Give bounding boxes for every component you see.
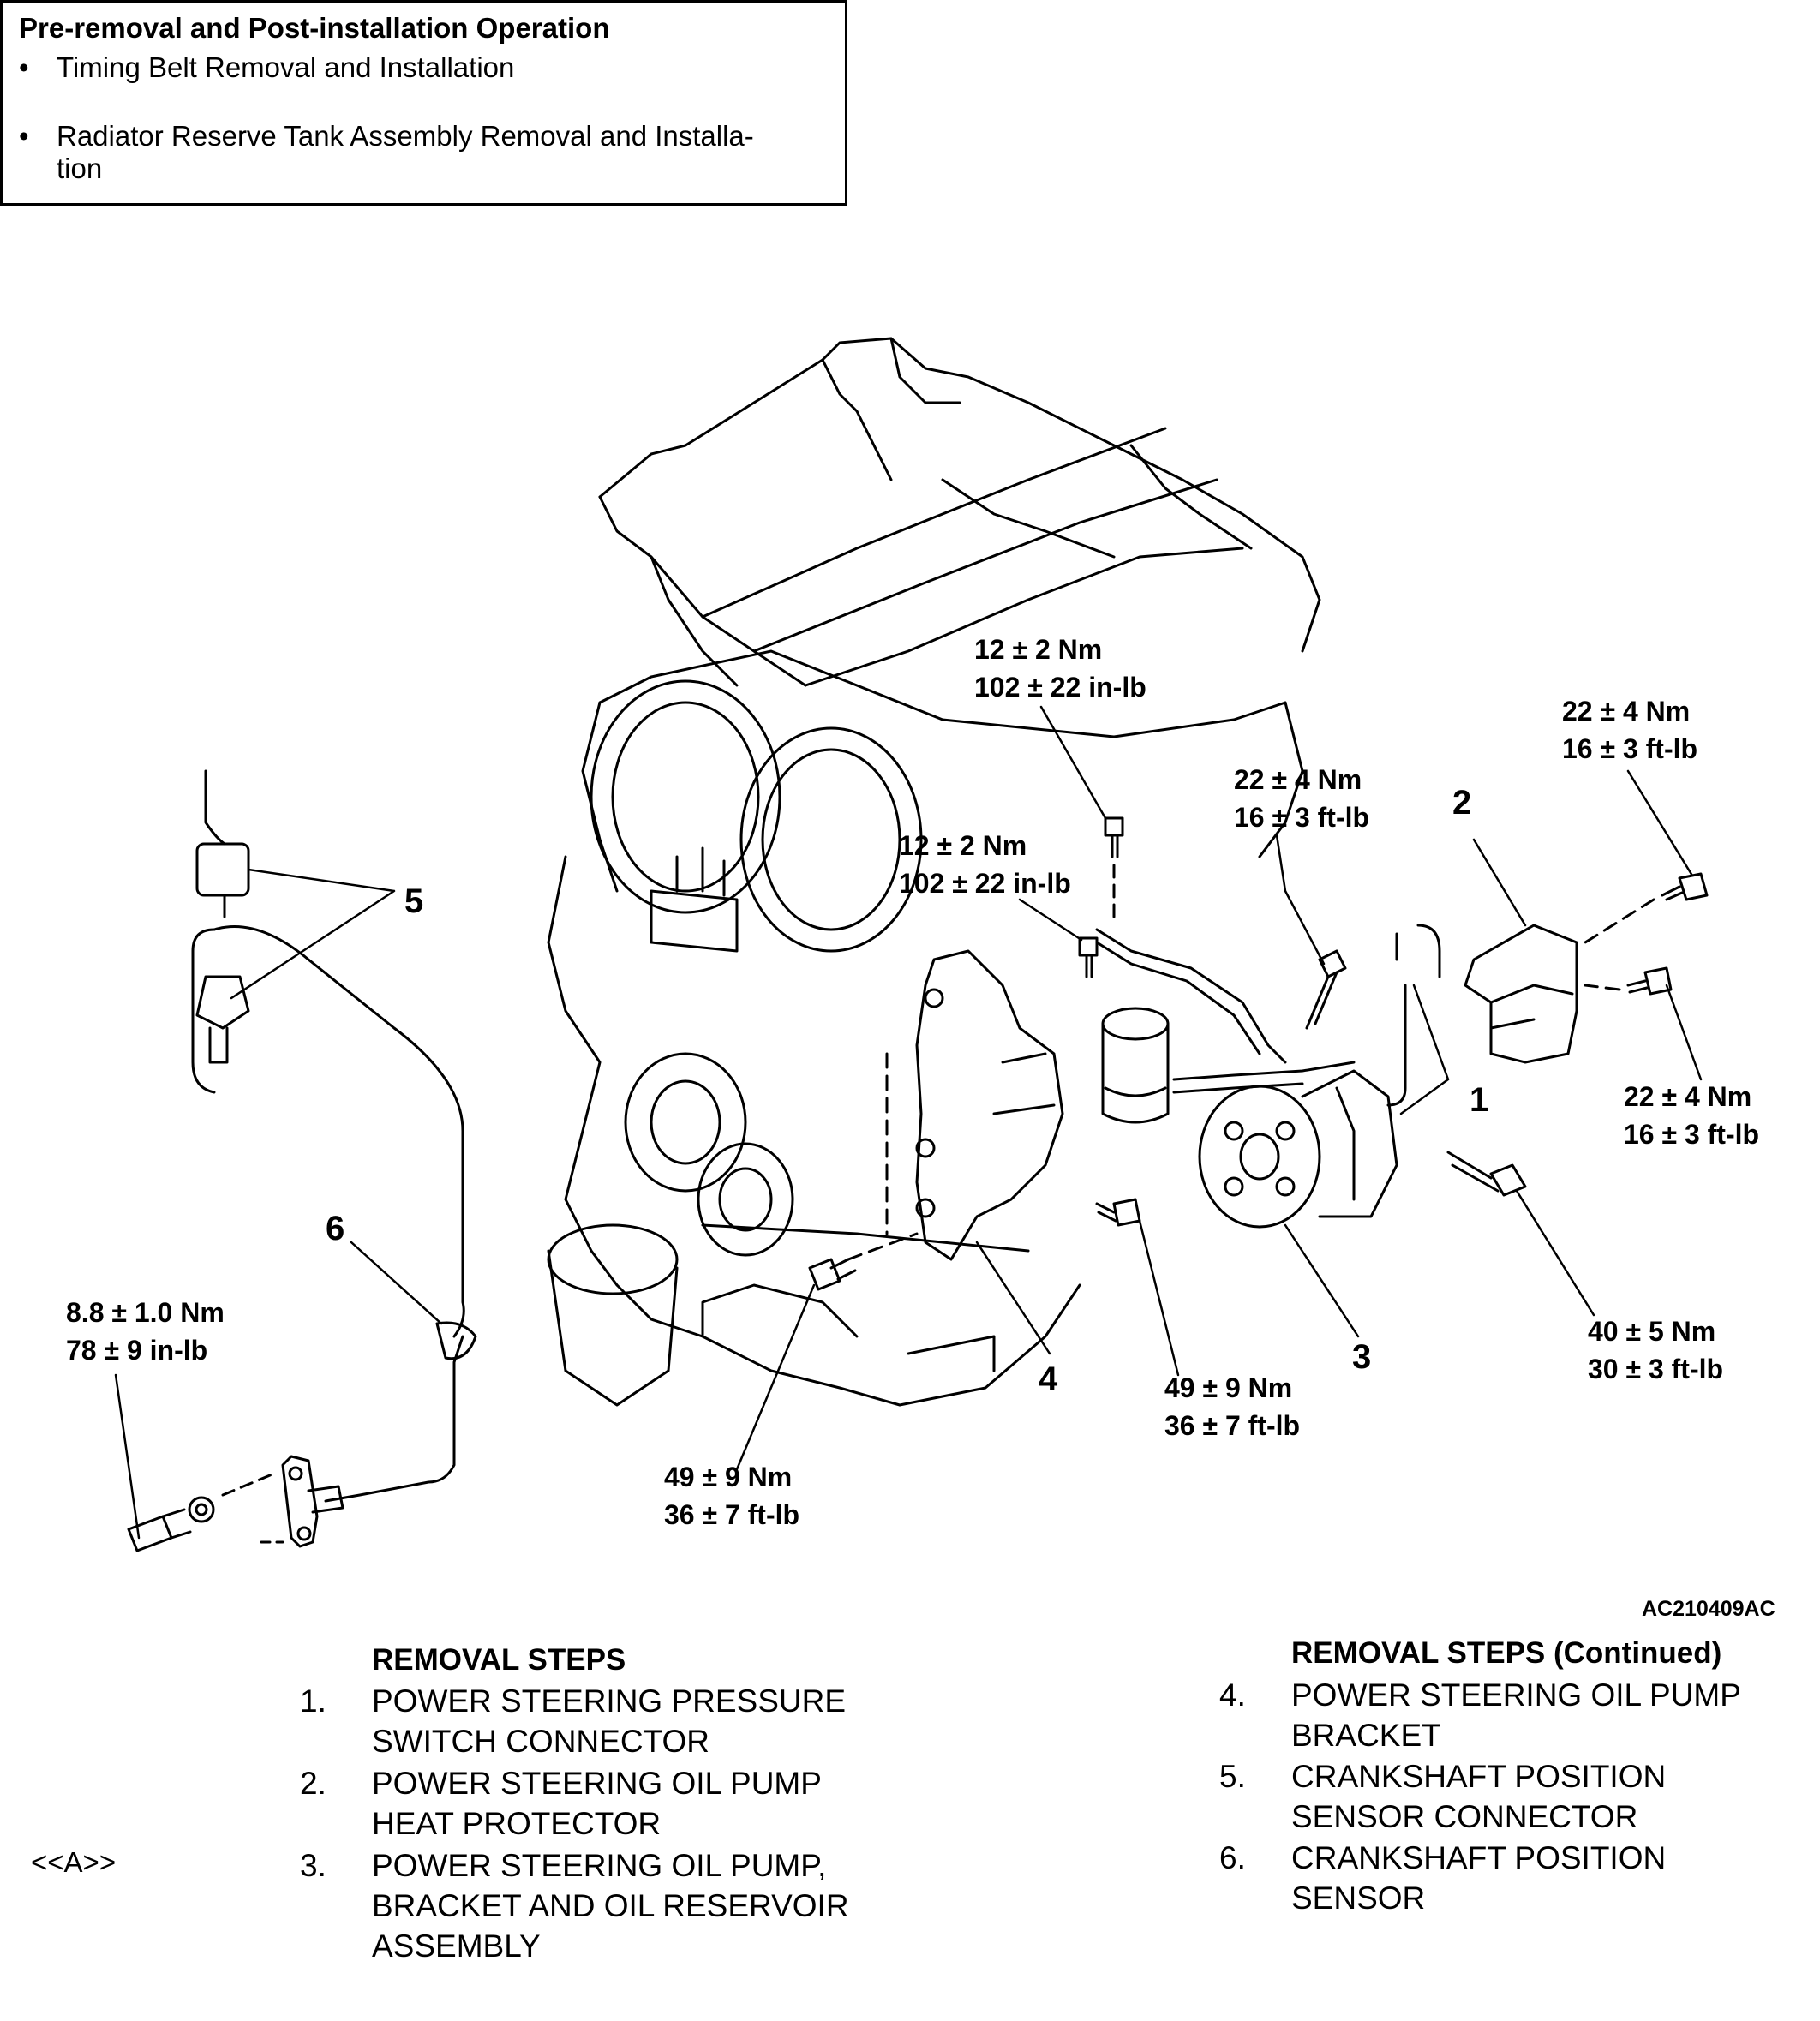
step-label-line: BRACKET [1291,1718,1441,1753]
step-number: 6. [1219,1840,1246,1875]
torque-label: 40 ± 5 Nm 30 ± 3 ft-lb [1588,1312,1723,1388]
torque-nm: 49 ± 9 Nm [1164,1372,1293,1403]
pre-removal-item-text: tion [57,152,103,184]
crankshaft-sensor-harness [191,769,477,1503]
pre-removal-item-text: Timing Belt Removal and Installation [57,51,515,83]
step-label-line: BRACKET AND OIL RESERVOIR [372,1888,849,1923]
removal-steps-heading: REMOVAL STEPS [372,1643,626,1677]
step-label-line: POWER STEERING OIL PUMP [1291,1677,1741,1713]
torque-nm: 22 ± 4 Nm [1624,1081,1752,1112]
torque-imperial: 78 ± 9 in-lb [66,1335,208,1366]
oil-reservoir [1101,1007,1170,1124]
step-number: 1. [300,1683,326,1719]
pre-removal-item-text: Radiator Reserve Tank Assembly Removal a… [57,120,754,152]
step-label: POWER STEERING OIL PUMP HEAT PROTECTOR [372,1763,920,1844]
callout-5: 5 [404,882,424,920]
torque-nm: 49 ± 9 Nm [664,1462,793,1492]
engine-block-outline [547,337,1321,1407]
torque-label: 22 ± 4 Nm 16 ± 3 ft-lb [1234,761,1369,836]
step-label: CRANKSHAFT POSITION SENSOR CONNECTOR [1291,1756,1820,1837]
step-label: POWER STEERING OIL PUMP BRACKET [1291,1675,1820,1755]
torque-nm: 12 ± 2 Nm [899,830,1027,861]
removal-steps-continued-heading: REMOVAL STEPS (Continued) [1291,1636,1722,1670]
step-label-line: SENSOR CONNECTOR [1291,1799,1638,1834]
bullet: • [19,51,29,83]
torque-nm: 40 ± 5 Nm [1588,1316,1716,1347]
callout-6: 6 [326,1210,345,1247]
note-marker-a: <<A>> [31,1846,117,1878]
step-label: POWER STEERING OIL PUMP, BRACKET AND OIL… [372,1845,920,1966]
torque-nm: 12 ± 2 Nm [974,634,1103,665]
torque-imperial: 30 ± 3 ft-lb [1588,1354,1724,1384]
step-number: 4. [1219,1677,1246,1713]
torque-imperial: 16 ± 3 ft-lb [1624,1119,1760,1150]
step-label-line: ASSEMBLY [372,1928,541,1964]
torque-label: 12 ± 2 Nm 102 ± 22 in-lb [899,827,1071,902]
step-label-line: SWITCH CONNECTOR [372,1724,709,1759]
torque-imperial: 36 ± 7 ft-lb [664,1499,800,1530]
torque-imperial: 102 ± 22 in-lb [974,672,1146,703]
figure-code: AC210409AC [1642,1597,1775,1621]
pre-removal-box: Pre-removal and Post-installation Operat… [0,0,847,206]
torque-imperial: 102 ± 22 in-lb [899,868,1071,899]
bullet: • [19,120,29,152]
step-label-line: CRANKSHAFT POSITION [1291,1759,1667,1794]
oil-pump-3 [1172,1061,1398,1229]
torque-label: 22 ± 4 Nm 16 ± 3 ft-lb [1562,692,1697,768]
callout-1: 1 [1470,1081,1489,1119]
torque-label: 49 ± 9 Nm 36 ± 7 ft-lb [664,1458,799,1534]
torque-label: 12 ± 2 Nm 102 ± 22 in-lb [974,631,1146,706]
step-number: 2. [300,1766,326,1801]
callout-4: 4 [1039,1360,1058,1398]
step-label-line: CRANKSHAFT POSITION [1291,1840,1667,1875]
torque-nm: 22 ± 4 Nm [1562,696,1691,726]
pressure-switch-connector-1 [1386,924,1441,1107]
torque-nm: 22 ± 4 Nm [1234,764,1362,795]
pressure-hose [1095,928,1287,1064]
sensor-bolt-and-washer [127,1496,215,1552]
step-label-line: POWER STEERING PRESSURE [372,1683,847,1719]
callout-3: 3 [1352,1338,1372,1376]
step-number: 3. [300,1848,326,1883]
crankshaft-sensor-6 [221,1455,344,1548]
step-label-line: HEAT PROTECTOR [372,1806,662,1841]
step-number: 5. [1219,1759,1246,1794]
heat-protector-2 [1464,924,1578,1064]
step-label: CRANKSHAFT POSITION SENSOR [1291,1838,1820,1918]
step-label-line: POWER STEERING OIL PUMP, [372,1848,827,1883]
pre-removal-title: Pre-removal and Post-installation Operat… [19,12,610,44]
torque-label: 8.8 ± 1.0 Nm 78 ± 9 in-lb [66,1294,225,1369]
step-label-line: SENSOR [1291,1880,1426,1916]
torque-imperial: 16 ± 3 ft-lb [1562,733,1698,764]
torque-label: 49 ± 9 Nm 36 ± 7 ft-lb [1164,1369,1300,1444]
torque-imperial: 16 ± 3 ft-lb [1234,802,1370,833]
torque-nm: 8.8 ± 1.0 Nm [66,1297,225,1328]
torque-imperial: 36 ± 7 ft-lb [1164,1410,1301,1441]
leader-lines [114,705,1703,1540]
step-label: POWER STEERING PRESSURE SWITCH CONNECTOR [372,1681,920,1761]
callout-2: 2 [1452,784,1472,822]
step-label-line: POWER STEERING OIL PUMP [372,1766,822,1801]
torque-label: 22 ± 4 Nm 16 ± 3 ft-lb [1624,1078,1759,1153]
oil-pump-bracket-4 [885,949,1064,1261]
